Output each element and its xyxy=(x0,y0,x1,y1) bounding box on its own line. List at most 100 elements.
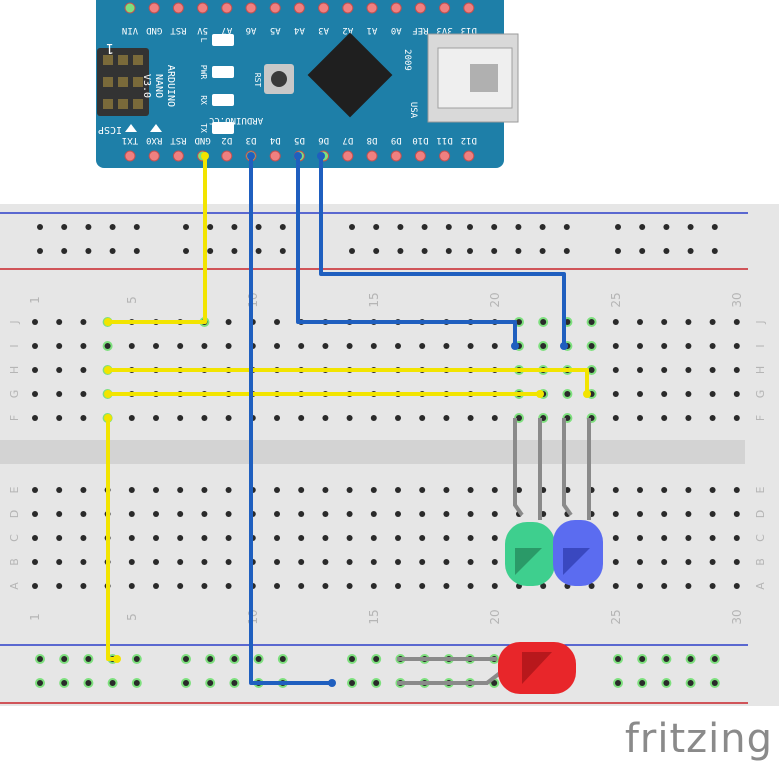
hole xyxy=(733,391,740,397)
pin-label: A0 xyxy=(391,25,402,35)
hole xyxy=(279,224,286,230)
pin-label-top: REF xyxy=(412,25,428,35)
hole xyxy=(612,583,619,589)
pin-bottom xyxy=(124,150,136,162)
column-number-bottom: 15 xyxy=(367,609,381,624)
hole xyxy=(32,487,38,493)
hole xyxy=(395,343,401,349)
icsp-pin xyxy=(118,55,128,65)
icsp-pin xyxy=(103,55,113,65)
hole xyxy=(637,583,643,589)
row-letter-label: F xyxy=(8,415,21,421)
wire-yellow-rail-end xyxy=(104,414,112,422)
hole xyxy=(661,343,668,349)
pin-label: D12 xyxy=(461,135,477,145)
hole xyxy=(322,559,329,565)
hole xyxy=(128,511,135,517)
hole xyxy=(709,583,716,589)
hole xyxy=(80,343,87,349)
hole xyxy=(56,559,63,565)
hole xyxy=(612,559,619,565)
site-label: ARDUINO.CC xyxy=(209,115,263,125)
usb-port-inner xyxy=(470,64,498,92)
hole xyxy=(32,319,38,325)
hole xyxy=(612,367,619,373)
icsp-label: ICSP xyxy=(98,124,122,135)
icsp-number-text: 1 xyxy=(106,40,114,55)
hole xyxy=(395,415,401,421)
hole xyxy=(709,487,716,493)
wire-yellow-row xyxy=(108,368,589,394)
hole xyxy=(109,248,116,254)
status-led xyxy=(212,122,234,134)
hole xyxy=(491,248,498,254)
hole xyxy=(225,535,232,541)
usa-label: USA xyxy=(408,102,418,119)
column-number-label: 15 xyxy=(367,292,381,307)
hole xyxy=(298,487,305,493)
hole xyxy=(349,680,355,686)
led-lead xyxy=(513,418,524,517)
hole xyxy=(153,583,159,589)
hole xyxy=(491,415,498,421)
wire-yellow-row-end xyxy=(536,390,544,398)
hole xyxy=(231,656,238,662)
hole xyxy=(612,319,619,325)
hole xyxy=(255,224,262,230)
pin-label-top: A3 xyxy=(318,25,329,35)
hole xyxy=(661,415,668,421)
hole xyxy=(661,319,668,325)
hole xyxy=(346,487,353,493)
hole xyxy=(322,583,329,589)
hole xyxy=(153,343,159,349)
pin-label: D2 xyxy=(221,135,232,145)
hole xyxy=(177,511,184,517)
row-letter: C xyxy=(8,534,21,542)
hole xyxy=(201,535,208,541)
pin-top xyxy=(269,2,281,14)
hole xyxy=(201,343,208,349)
hole xyxy=(639,656,646,662)
led-green-die xyxy=(515,548,542,575)
row-letter-label: C xyxy=(754,534,767,542)
wire-d3-end xyxy=(247,152,255,160)
hole xyxy=(395,583,401,589)
hole xyxy=(274,487,280,493)
hole xyxy=(346,583,353,589)
hole xyxy=(663,656,670,662)
row-letter: H xyxy=(8,366,21,374)
row-letter-label: J xyxy=(754,320,767,324)
hole xyxy=(711,248,718,254)
pin-label: D6 xyxy=(318,135,329,145)
hole xyxy=(298,559,305,565)
hole xyxy=(370,583,377,589)
pin-label-top: GND xyxy=(146,25,162,35)
hole xyxy=(491,680,498,686)
hole xyxy=(612,415,619,421)
hole xyxy=(637,343,643,349)
hole xyxy=(322,487,329,493)
hole xyxy=(663,224,670,230)
column-number-label: 25 xyxy=(609,292,623,307)
hole xyxy=(615,656,621,662)
hole xyxy=(85,224,92,230)
pin-label: A6 xyxy=(246,25,257,35)
pin-bottom xyxy=(414,150,426,162)
hole xyxy=(207,248,214,254)
hole xyxy=(346,511,353,517)
hole xyxy=(709,343,716,349)
hole xyxy=(445,248,452,254)
wire-d5-end xyxy=(294,152,302,160)
hole xyxy=(80,487,87,493)
hole xyxy=(370,343,377,349)
status-led-text: RX xyxy=(199,95,208,105)
hole xyxy=(298,583,305,589)
hole xyxy=(346,559,353,565)
hole xyxy=(80,391,87,397)
wire-d6-end xyxy=(317,152,325,160)
pin-label: D4 xyxy=(270,135,281,145)
hole xyxy=(207,656,214,662)
hole xyxy=(563,248,570,254)
pin-label-bottom: D7 xyxy=(342,135,353,145)
pin-top xyxy=(439,2,451,14)
